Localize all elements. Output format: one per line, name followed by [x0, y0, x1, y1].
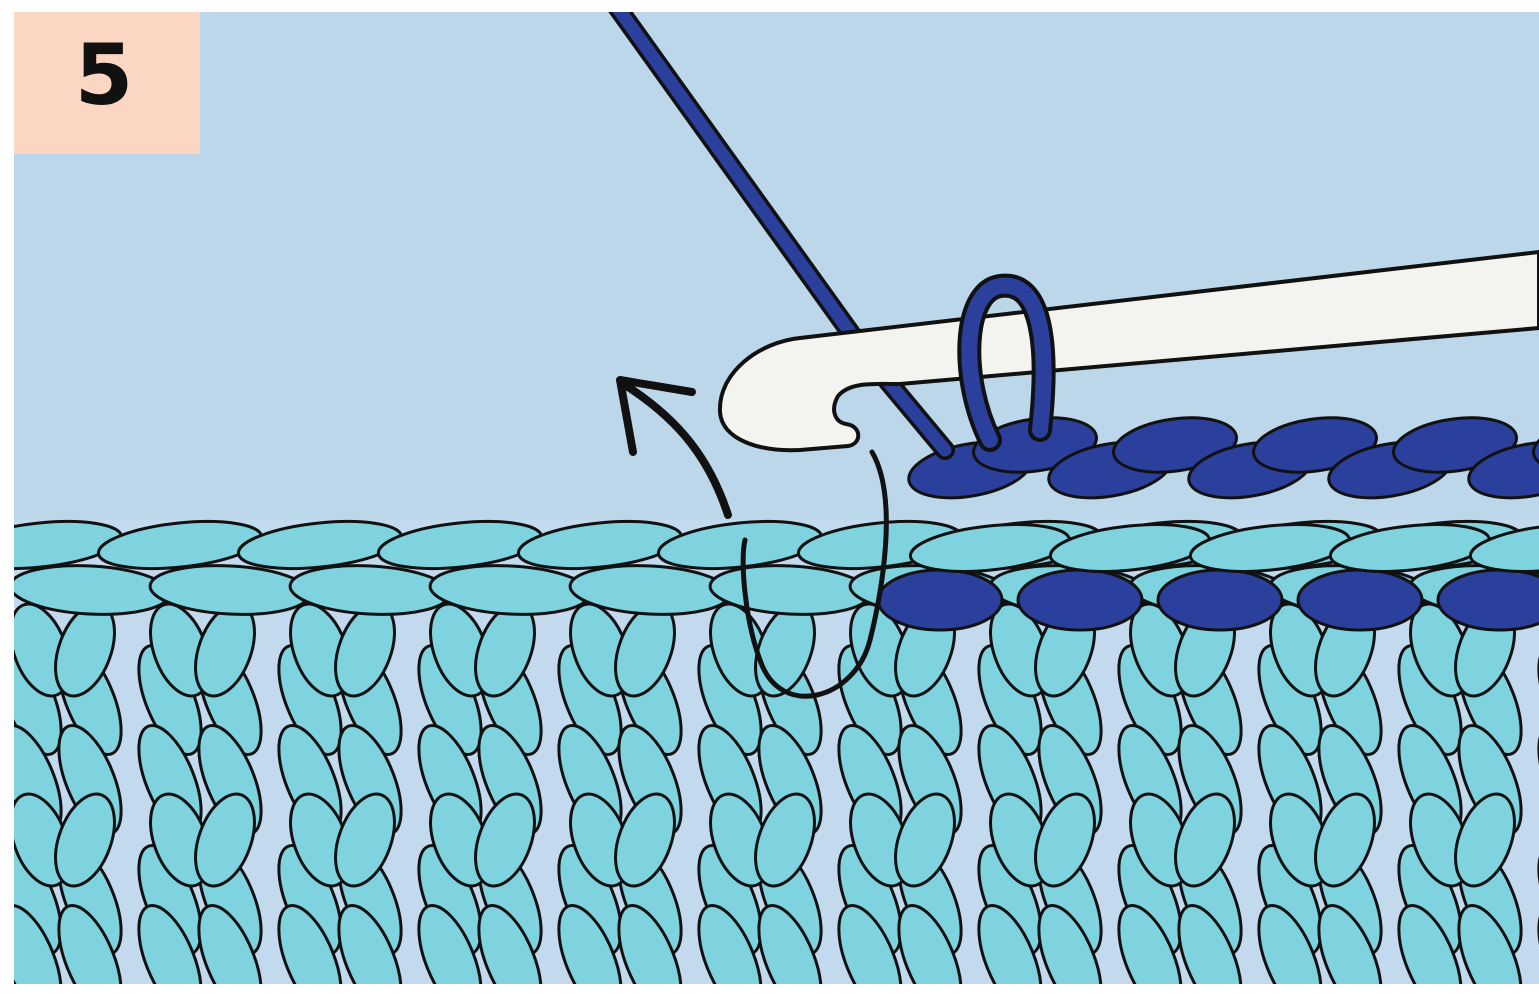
new-row-stitch-base — [1298, 570, 1422, 630]
new-row-stitch-base — [1438, 570, 1539, 630]
step-number: 5 — [75, 26, 133, 124]
new-row-stitch-base — [1018, 570, 1142, 630]
new-row-stitch-base — [1158, 570, 1282, 630]
new-row-stitch-base — [878, 570, 1002, 630]
